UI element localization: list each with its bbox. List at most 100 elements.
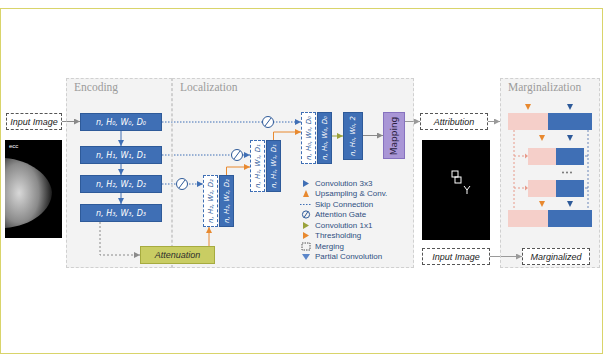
legend-text: Convolution 3x3: [315, 179, 372, 188]
connector: [209, 227, 210, 246]
legend-text: Skip Connection: [315, 200, 373, 209]
merging-block: n, H₂, W₂, D₂: [203, 175, 218, 227]
legend-text: Upsampling & Conv.: [315, 189, 387, 198]
box-label: n, H₀, W₀, 2: [349, 116, 358, 156]
panel-fill: [66, 78, 172, 268]
decoder-block: n, H₂, W₂, D₂: [219, 175, 234, 227]
panel-fill: [500, 78, 600, 268]
decoder-block: n, H₁, W₁, D₁: [266, 140, 281, 192]
encoder-block: n, H₀, W₀, D₀: [80, 113, 162, 131]
input-box: Input Image: [422, 248, 490, 265]
attention-gate-symbol: [232, 150, 243, 161]
input-box: Input Image: [6, 113, 62, 130]
merging-block: n, H₁, W₁, D₁: [250, 140, 265, 192]
legend-text: Partial Convolution: [315, 252, 382, 261]
connector: [332, 136, 343, 137]
panel-title: Marginalization: [508, 81, 581, 93]
box-label: Input Image: [432, 252, 480, 262]
box-label: n, H₂, W₂, D₂: [206, 179, 215, 223]
frame: [1, 9, 603, 354]
legend-row: Convolution 1x1: [300, 220, 387, 231]
connector: [405, 121, 420, 122]
connector: [62, 121, 80, 122]
output-box: Marginalized: [522, 248, 590, 265]
encoder-block: n, H₁, W₁, D₁: [80, 146, 162, 164]
legend-row: Thresholding: [300, 231, 387, 242]
connector: [488, 121, 500, 122]
box-label: n, H₀, W₀, D₀: [320, 116, 329, 160]
box-label: Attenuation: [155, 250, 201, 260]
legend-row: Merging: [300, 241, 387, 252]
connector: [121, 193, 122, 204]
box-label: n, H₀, W₀, D₀: [96, 118, 146, 127]
attenuation-box: Attenuation: [140, 246, 215, 264]
attention-gate-symbol: [263, 117, 274, 128]
legend-sample: [300, 200, 312, 209]
connector: [274, 132, 302, 140]
box-label: n, H₃, W₃, D₃: [96, 209, 146, 218]
marginalization-blocks: [508, 104, 592, 227]
legend-symbol: [304, 212, 308, 218]
legend-symbol: [302, 254, 310, 260]
output-block: n, H₀, W₀, 2: [343, 112, 363, 160]
legend-symbol: [303, 222, 309, 229]
legend-sample: [300, 210, 312, 219]
legend-symbol: [303, 190, 309, 197]
panel-fill: [172, 78, 414, 268]
legend-symbol: [302, 243, 310, 250]
legend-text: Attention Gate: [315, 210, 366, 219]
legend-text: Merging: [315, 242, 344, 251]
stage-panel: Encoding n, H₀, W₀, D₀ n, H₁, W₁, D₁ n, H₂,…: [66, 78, 172, 268]
legend-row: Convolution 3x3: [300, 178, 387, 189]
encoder-block: n, H₃, W₃, D₃: [80, 204, 162, 222]
legend-sample: [300, 189, 312, 198]
legend-symbol: [300, 204, 312, 205]
legend-sample: [300, 179, 312, 188]
decoder-block: n, H₀, W₀, D₀: [317, 112, 332, 164]
attribution-image: [422, 140, 490, 240]
connector: [490, 256, 522, 257]
box-label: n, H₀, W₀, D₀: [304, 116, 313, 160]
mammogram-image: [5, 140, 62, 238]
box-label: n, H₁, W₁, D₁: [96, 151, 146, 160]
encoder-block: n, H₂, W₂, D₂: [80, 175, 162, 193]
merging-block: n, H₀, W₀, D₀: [301, 112, 316, 164]
legend-symbol: [302, 211, 309, 218]
legend-sample: [300, 221, 312, 230]
box-label: Mapping: [389, 116, 400, 155]
box-label: n, H₁, W₁, D₁: [269, 144, 278, 188]
box-label: n, H₁, W₁, D₁: [253, 144, 262, 188]
legend: Convolution 3x3Upsampling & Conv. Skip Co…: [300, 178, 387, 262]
stage-panel: MarginalizationMarginalized: [500, 78, 600, 268]
box-label: Attribution: [434, 117, 475, 127]
box-label: n, H₂, W₂, D₂: [96, 180, 146, 189]
legend-sample: [300, 242, 312, 251]
legend-row: Partial Convolution: [300, 252, 387, 263]
panel-title: Encoding: [74, 81, 118, 93]
box-label: Marginalized: [530, 252, 581, 262]
image-tag: ecc: [9, 143, 18, 149]
legend-sample: [300, 231, 312, 240]
connector: [121, 131, 122, 146]
legend-text: Thresholding: [315, 231, 361, 240]
legend-row: Skip Connection: [300, 199, 387, 210]
box-label: n, H₂, W₂, D₂: [222, 179, 231, 223]
panel-title: Localization: [180, 81, 237, 93]
connector: [227, 167, 251, 175]
attention-gate-symbol: [177, 179, 188, 190]
connector: [162, 122, 301, 123]
legend-row: Attention Gate: [300, 210, 387, 221]
box-label: Input Image: [10, 117, 58, 127]
legend-row: Upsampling & Conv.: [300, 189, 387, 200]
mapping-block: Mapping: [383, 112, 405, 159]
connector: [121, 164, 122, 175]
stage-panel: Localization n, H₂, W₂, D₂ n, H₂, W₂, D₂ n,…: [172, 78, 414, 268]
connector: [100, 222, 140, 255]
legend-symbol: [303, 180, 309, 187]
connector: [363, 135, 383, 136]
legend-sample: [300, 252, 312, 261]
legend-symbol: [303, 232, 309, 239]
legend-text: Convolution 1x1: [315, 221, 372, 230]
